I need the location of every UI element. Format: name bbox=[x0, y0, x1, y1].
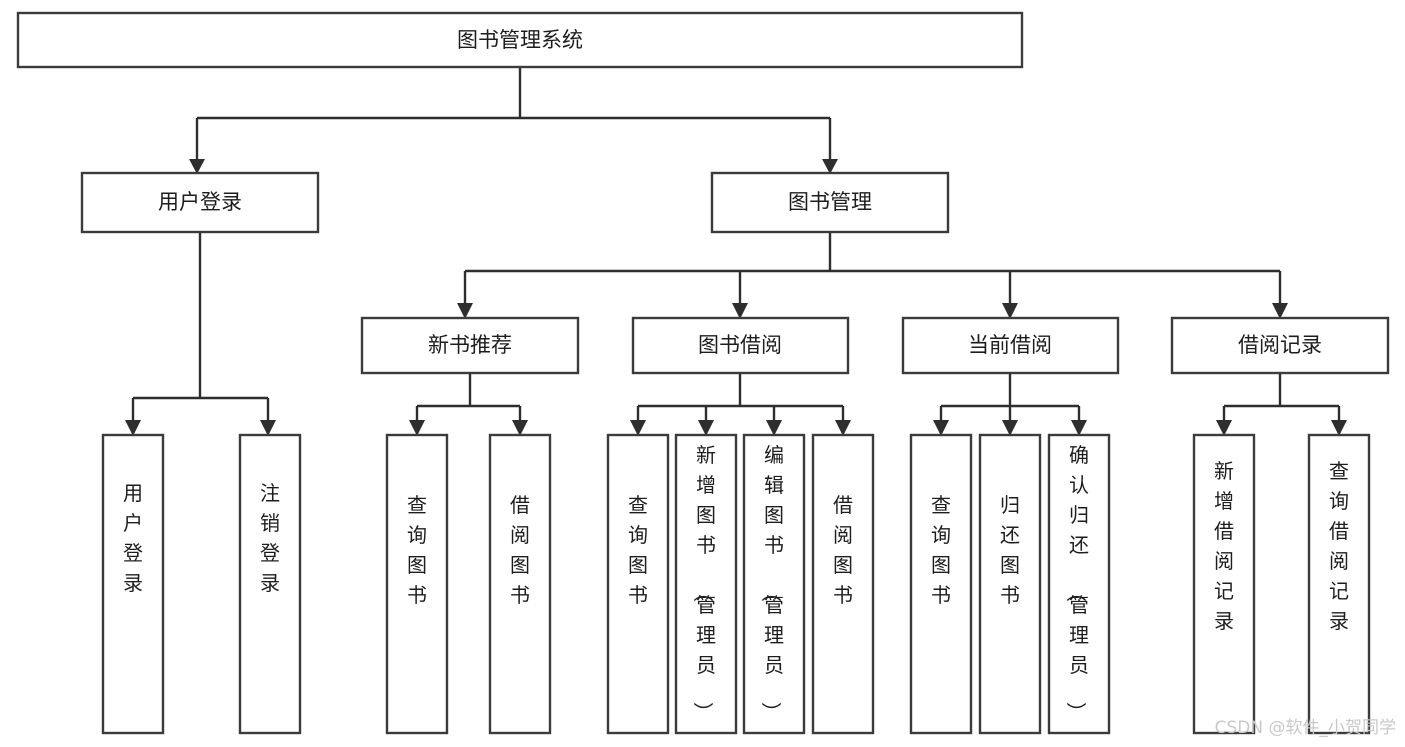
arrow-root-to-book-manage bbox=[822, 159, 838, 174]
node-current-borrow-box[interactable] bbox=[901, 316, 1120, 375]
node-book-manage[interactable]: 图书管理 bbox=[710, 171, 950, 234]
arrow-book-manage-group-1 bbox=[457, 303, 473, 319]
connector-group-current-borrow bbox=[933, 373, 1087, 436]
node-book-borrow[interactable]: 图书借阅 bbox=[631, 316, 850, 375]
leaf-node-new-book-1[interactable]: 查询图书 bbox=[385, 433, 449, 735]
arrow-user-login-leaf-2 bbox=[260, 420, 276, 436]
leaf-node-user-login-2-label: 注销登录 bbox=[260, 481, 280, 595]
leaf-node-new-book-1-label: 查询图书 bbox=[407, 493, 427, 607]
arrow-book-manage-group-3 bbox=[1002, 303, 1018, 319]
leaf-node-new-book-2-label: 借阅图书 bbox=[510, 493, 530, 607]
node-new-book-recommend-label: 新书推荐 bbox=[428, 333, 512, 357]
connector-group-book-manage bbox=[457, 232, 1288, 319]
leaf-node-borrow-record-2-label: 查询借阅记录 bbox=[1329, 459, 1349, 633]
arrow-borrow-record-leaf-2 bbox=[1331, 420, 1347, 436]
node-borrow-record[interactable]: 借阅记录 bbox=[1170, 316, 1390, 375]
arrow-root-to-user-login bbox=[189, 159, 205, 174]
leaf-node-borrow-record-1-box[interactable] bbox=[1192, 433, 1256, 735]
leaf-node-current-borrow-1-label: 查询图书 bbox=[931, 493, 951, 607]
leaf-node-book-borrow-3-label: 编辑图书（管理员） bbox=[759, 443, 784, 722]
node-book-manage-box[interactable] bbox=[710, 171, 950, 234]
node-current-borrow-label: 当前借阅 bbox=[968, 333, 1052, 357]
leaf-node-book-borrow-4-label: 借阅图书 bbox=[833, 493, 853, 607]
leaf-node-book-borrow-3-box[interactable] bbox=[742, 433, 806, 735]
arrow-current-borrow-leaf-3 bbox=[1071, 420, 1087, 436]
connector-group-root bbox=[189, 67, 838, 174]
node-new-book-recommend[interactable]: 新书推荐 bbox=[360, 316, 580, 375]
connector-group-borrow-record bbox=[1216, 373, 1347, 436]
leaf-node-current-borrow-1[interactable]: 查询图书 bbox=[909, 433, 973, 735]
leaf-node-current-borrow-3-label: 确认归还（管理员） bbox=[1064, 443, 1089, 722]
leaf-node-user-login-1[interactable]: 用户登录 bbox=[101, 433, 165, 735]
node-root-system[interactable]: 图书管理系统 bbox=[16, 11, 1024, 69]
node-book-manage-label: 图书管理 bbox=[788, 190, 872, 214]
node-user-login[interactable]: 用户登录 bbox=[80, 171, 320, 234]
leaf-node-book-borrow-4-box[interactable] bbox=[811, 433, 875, 735]
leaf-node-book-borrow-4[interactable]: 借阅图书 bbox=[811, 433, 875, 735]
arrow-book-borrow-leaf-3 bbox=[766, 420, 782, 436]
node-new-book-recommend-box[interactable] bbox=[360, 316, 580, 375]
node-book-borrow-label: 图书借阅 bbox=[698, 333, 782, 357]
leaf-node-borrow-record-2[interactable]: 查询借阅记录 bbox=[1307, 433, 1371, 735]
node-book-borrow-box[interactable] bbox=[631, 316, 850, 375]
leaf-node-book-borrow-3[interactable]: 编辑图书（管理员） bbox=[742, 433, 806, 735]
leaf-node-book-borrow-2-box[interactable] bbox=[674, 433, 738, 735]
node-borrow-record-label: 借阅记录 bbox=[1238, 333, 1322, 357]
arrow-current-borrow-leaf-2 bbox=[1002, 420, 1018, 436]
leaf-node-book-borrow-1[interactable]: 查询图书 bbox=[606, 433, 670, 735]
node-borrow-record-box[interactable] bbox=[1170, 316, 1390, 375]
leaf-node-new-book-2[interactable]: 借阅图书 bbox=[488, 433, 552, 735]
leaf-node-user-login-1-label: 用户登录 bbox=[123, 481, 143, 595]
leaf-node-user-login-1-box[interactable] bbox=[101, 433, 165, 735]
leaf-node-new-book-1-box[interactable] bbox=[385, 433, 449, 735]
node-user-login-box[interactable] bbox=[80, 171, 320, 234]
node-root-system-label: 图书管理系统 bbox=[457, 28, 583, 52]
leaf-node-current-borrow-3[interactable]: 确认归还（管理员） bbox=[1047, 433, 1111, 735]
arrow-new-book-leaf-1 bbox=[409, 420, 425, 436]
arrow-book-manage-group-4 bbox=[1272, 303, 1288, 319]
arrow-book-borrow-leaf-1 bbox=[630, 420, 646, 436]
leaf-node-borrow-record-1[interactable]: 新增借阅记录 bbox=[1192, 433, 1256, 735]
node-user-login-label: 用户登录 bbox=[158, 190, 242, 214]
connector-group-new-book bbox=[409, 373, 528, 436]
leaf-node-current-borrow-1-box[interactable] bbox=[909, 433, 973, 735]
leaf-node-borrow-record-2-box[interactable] bbox=[1307, 433, 1371, 735]
leaf-node-book-borrow-1-label: 查询图书 bbox=[628, 493, 648, 607]
node-current-borrow[interactable]: 当前借阅 bbox=[901, 316, 1120, 375]
leaf-node-current-borrow-2[interactable]: 归还图书 bbox=[978, 433, 1042, 735]
csdn-watermark: CSDN @软件_小贺同学 bbox=[1215, 718, 1396, 738]
leaf-node-book-borrow-2[interactable]: 新增图书（管理员） bbox=[674, 433, 738, 735]
arrow-borrow-record-leaf-1 bbox=[1216, 420, 1232, 436]
arrow-current-borrow-leaf-1 bbox=[933, 420, 949, 436]
arrow-user-login-leaf-1 bbox=[125, 420, 141, 436]
connector-group-book-borrow bbox=[630, 373, 851, 436]
leaf-node-current-borrow-2-box[interactable] bbox=[978, 433, 1042, 735]
leaf-node-new-book-2-box[interactable] bbox=[488, 433, 552, 735]
leaf-node-book-borrow-2-label: 新增图书（管理员） bbox=[691, 443, 716, 722]
leaf-node-user-login-2-box[interactable] bbox=[238, 433, 302, 735]
arrow-book-borrow-leaf-2 bbox=[698, 420, 714, 436]
node-root-system-box[interactable] bbox=[16, 11, 1024, 69]
arrow-book-manage-group-2 bbox=[732, 303, 748, 319]
leaf-node-book-borrow-1-box[interactable] bbox=[606, 433, 670, 735]
leaf-node-borrow-record-1-label: 新增借阅记录 bbox=[1214, 459, 1234, 633]
leaf-node-current-borrow-2-label: 归还图书 bbox=[1000, 493, 1020, 607]
leaf-node-user-login-2[interactable]: 注销登录 bbox=[238, 433, 302, 735]
arrow-new-book-leaf-2 bbox=[512, 420, 528, 436]
connector-group-user-login bbox=[125, 232, 276, 436]
leaf-node-current-borrow-3-box[interactable] bbox=[1047, 433, 1111, 735]
arrow-book-borrow-leaf-4 bbox=[835, 420, 851, 436]
